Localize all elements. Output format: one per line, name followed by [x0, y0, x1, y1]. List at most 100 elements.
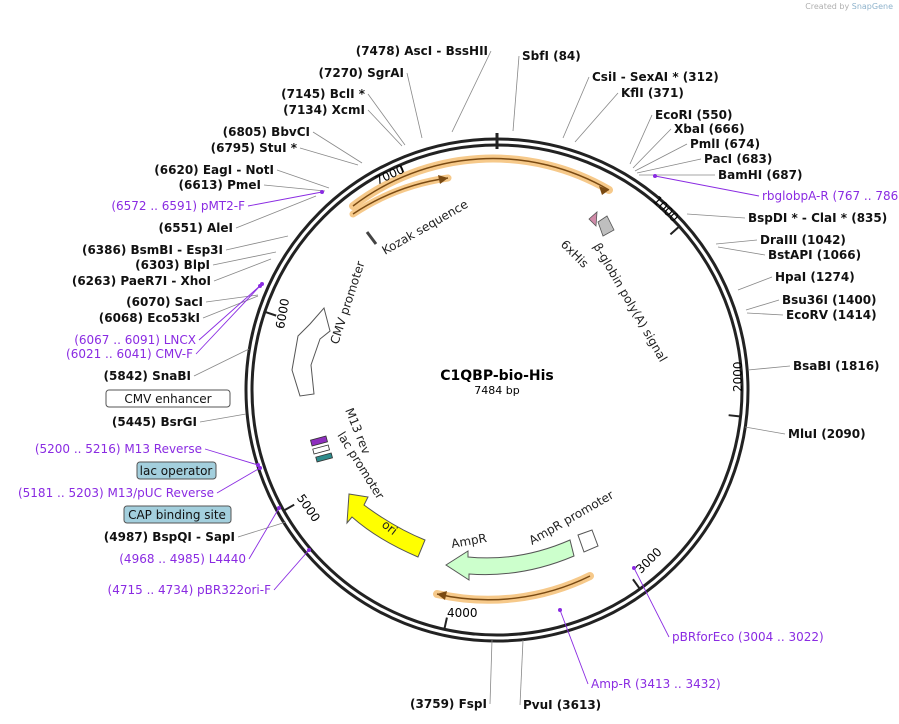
site-leader	[632, 128, 672, 169]
restriction-site-label: BsaBI (1816)	[793, 359, 880, 373]
ampr-arrow	[445, 539, 575, 581]
restriction-site-label: (7478) AscI - BssHII	[356, 44, 488, 58]
kozak-marker	[365, 231, 378, 245]
site-leader	[199, 413, 247, 423]
site-leader	[263, 184, 326, 192]
restriction-site-label: (6070) SacI	[126, 295, 203, 309]
ampr-label: AmpR	[450, 531, 488, 551]
primer-mark	[258, 466, 262, 470]
primer-labels: rbglobpA-R (767 .. 786) (6572 .. 6591) pM…	[18, 189, 899, 691]
orf-inner-arrowhead	[438, 175, 448, 184]
restriction-site-label: SbfI (84)	[522, 49, 581, 63]
scale-tick-4000	[443, 617, 448, 630]
scale-tick-5000	[283, 503, 295, 512]
restriction-site-label: MluI (2090)	[788, 427, 866, 441]
leader-layer	[193, 50, 791, 706]
ampr-promoter-arrow	[577, 529, 599, 553]
restriction-site-label: KflI (371)	[621, 86, 684, 100]
primer-label: (6572 .. 6591) pMT2-F	[111, 199, 245, 213]
site-leader	[636, 158, 702, 174]
primer-label: pBRforEco (3004 .. 3022)	[672, 630, 824, 644]
primer-leader	[559, 609, 589, 685]
restriction-site-label: (6263) PaeR7I - XhoI	[72, 274, 211, 288]
primer-mark	[307, 548, 311, 552]
site-leader	[717, 246, 766, 256]
primer-label: (5181 .. 5203) M13/pUC Reverse	[18, 486, 214, 500]
primer-leader	[273, 549, 310, 591]
restriction-site-label: (6805) BbvCI	[223, 125, 310, 139]
scale-tick-3000	[632, 578, 641, 590]
restriction-site-label: DraIII (1042)	[760, 233, 846, 247]
primer-leader	[248, 507, 280, 560]
orf-bottom-arrow	[436, 575, 591, 601]
restriction-site-label: Bsu36I (1400)	[782, 293, 877, 307]
site-leader	[225, 235, 289, 251]
plasmid-length: 7484 bp	[474, 384, 519, 397]
primer-leader	[195, 285, 261, 355]
restriction-site-label: (6620) EagI - NotI	[154, 163, 274, 177]
primer-label: (4968 .. 4985) L4440	[119, 552, 246, 566]
scale-tick-2000	[728, 414, 741, 418]
credit-brand: SnapGene	[851, 2, 893, 11]
site-leader	[312, 131, 363, 164]
orf-bottom-arrowhead	[437, 591, 447, 600]
plasmid-name: C1QBP-bio-His	[440, 368, 554, 384]
site-leader	[747, 365, 791, 371]
site-leader	[686, 213, 746, 219]
tick-label-2000: 2000	[731, 361, 745, 392]
site-leader	[367, 109, 403, 147]
credit-prefix: Created by	[805, 2, 850, 11]
primer-mark	[632, 566, 636, 570]
site-leader	[235, 195, 317, 229]
primer-leader	[216, 467, 261, 494]
primer-leader	[247, 191, 323, 207]
restriction-site-label: (6551) AleI	[158, 221, 233, 235]
cmv-enhancer-box	[105, 389, 231, 408]
site-leader	[367, 93, 406, 146]
restriction-site-label: PmlI (674)	[690, 137, 760, 151]
primer-ticks	[256, 174, 657, 612]
primer-leader	[633, 567, 670, 638]
primer-mark	[256, 463, 260, 467]
site-leader	[634, 143, 688, 172]
ori-arrow	[346, 493, 426, 558]
cap-binding-site-label: CAP binding site	[128, 508, 226, 522]
scale-tick-1000	[669, 225, 681, 236]
restriction-site-label: (3759) FspI	[410, 697, 487, 711]
scale-tick-6000	[264, 310, 277, 317]
primer-mark	[258, 284, 262, 288]
restriction-site-label: (6303) BlpI	[135, 258, 210, 272]
primer-label: rbglobpA-R (767 .. 786)	[762, 189, 899, 203]
orf-bottom-glow	[433, 572, 594, 604]
primer-mark	[320, 190, 324, 194]
restriction-site-label: (4987) BspQI - SapI	[104, 530, 235, 544]
restriction-site-label: PvuI (3613)	[523, 698, 601, 712]
his-tag-label: 6xHis	[558, 237, 591, 270]
restriction-site-label: (7145) BclI *	[281, 87, 366, 101]
site-leader	[202, 295, 259, 319]
restriction-site-label: (7134) XcmI	[283, 103, 365, 117]
restriction-site-label: CsiI - SexAI * (312)	[592, 70, 719, 84]
site-leader	[562, 76, 590, 139]
lac-promoter-feature	[312, 444, 330, 455]
primer-label: (5200 .. 5216) M13 Reverse	[35, 442, 202, 456]
tick-label-4000: 4000	[447, 606, 478, 620]
tick-label-6000: 6000	[273, 297, 292, 330]
primer-label: Amp-R (3413 .. 3432)	[591, 677, 721, 691]
orf-inner-arrow	[352, 177, 449, 215]
site-leader	[746, 312, 784, 316]
site-leader	[213, 258, 272, 282]
tick-label-1000: 1000	[650, 193, 681, 224]
restriction-site-label: (5445) BsrGI	[112, 415, 197, 429]
restriction-site-label: BspDI * - ClaI * (835)	[748, 211, 887, 225]
restriction-site-label: (6795) StuI *	[211, 141, 298, 155]
site-leader	[205, 294, 259, 303]
restriction-site-label: (6386) BsmBI - Esp3I	[82, 243, 223, 257]
site-leader	[574, 92, 619, 143]
site-leader	[212, 251, 277, 266]
restriction-site-label: (7270) SgrAI	[319, 66, 404, 80]
site-leader	[744, 426, 786, 435]
site-leader	[629, 114, 653, 165]
kozak-label: Kozak sequence	[380, 197, 471, 258]
